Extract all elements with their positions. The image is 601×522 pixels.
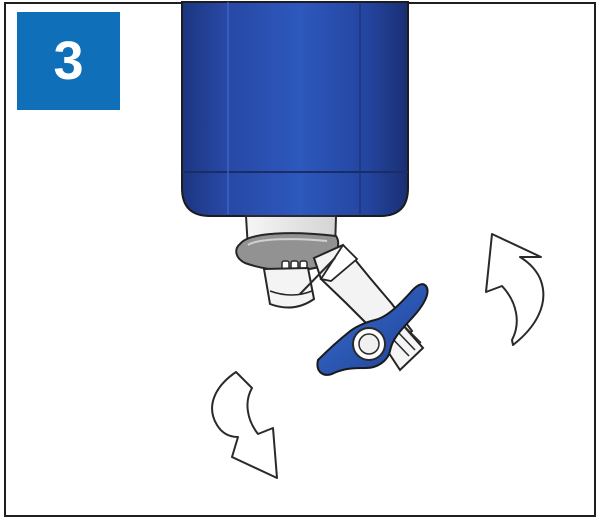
step-number-badge: 3 [17, 12, 120, 110]
step-number-text: 3 [53, 31, 84, 91]
lower-fitting [262, 266, 316, 309]
valve-handle [316, 283, 429, 376]
curved-arrow-up-right-icon [485, 233, 545, 346]
filter-canister [181, 1, 409, 217]
curved-arrow-down-left-icon [211, 371, 278, 479]
